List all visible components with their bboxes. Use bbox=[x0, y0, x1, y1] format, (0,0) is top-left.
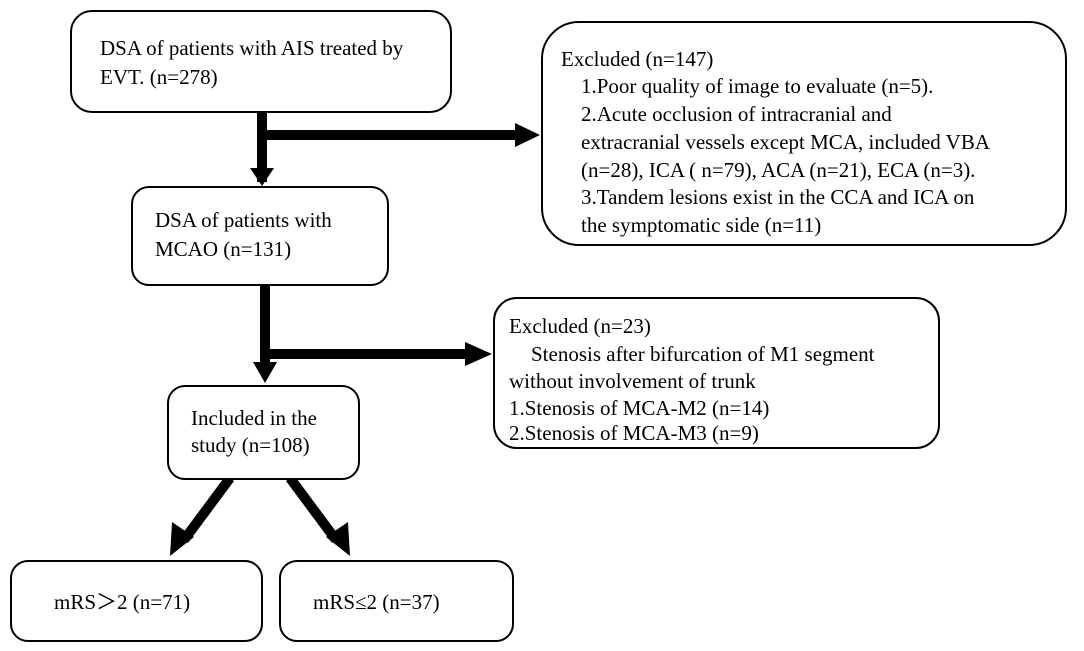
mrs-less-equal-2-label: mRS≤2 (n=37) bbox=[313, 590, 440, 614]
arrowhead-included-to-mrs-low bbox=[326, 522, 350, 556]
arrow-included-to-mrs-high bbox=[179, 475, 235, 543]
box-mrs-less-equal-2: mRS≤2 (n=37) bbox=[279, 560, 514, 642]
excluded-23-line-4: 2.Stenosis of MCA-M3 (n=9) bbox=[509, 421, 759, 445]
excluded-23-line-2: without involvement of trunk bbox=[509, 369, 756, 393]
excluded-147-line-5: 3.Tandem lesions exist in the CCA and IC… bbox=[581, 185, 975, 209]
excluded-23-title: Excluded (n=23) bbox=[509, 314, 651, 338]
mrs-greater-2-label: mRS＞2 (n=71) bbox=[54, 590, 191, 614]
box-mcao-line-1: DSA of patients with bbox=[155, 208, 332, 232]
excluded-23-line-1: Stenosis after bifurcation of M1 segment bbox=[531, 342, 875, 366]
excluded-147-line-3: extracranial vessels except MCA, include… bbox=[581, 130, 990, 154]
arrowhead-start-to-mcao bbox=[250, 168, 274, 186]
box-included: Included in the study (n=108) bbox=[167, 385, 360, 480]
arrow-included-to-mrs-low bbox=[285, 475, 341, 543]
excluded-23-line-3: 1.Stenosis of MCA-M2 (n=14) bbox=[509, 396, 770, 420]
box-total-patients: DSA of patients with AIS treated by EVT.… bbox=[70, 10, 452, 113]
box-total-patients-line-2: EVT. (n=278) bbox=[100, 65, 218, 89]
excluded-147-title: Excluded (n=147) bbox=[561, 47, 714, 71]
arrowhead-included-to-mrs-high bbox=[170, 522, 194, 556]
arrowhead-to-excluded2 bbox=[465, 342, 492, 366]
box-mrs-greater-2: mRS＞2 (n=71) bbox=[10, 560, 263, 642]
box-mcao: DSA of patients with MCAO (n=131) bbox=[131, 186, 389, 286]
excluded-147-line-6: the symptomatic side (n=11) bbox=[581, 213, 822, 237]
box-excluded-23: Excluded (n=23) Stenosis after bifurcati… bbox=[493, 297, 940, 449]
arrowhead-to-excluded1 bbox=[515, 123, 540, 147]
box-total-patients-line-1: DSA of patients with AIS treated by bbox=[100, 36, 404, 60]
box-included-line-2: study (n=108) bbox=[191, 433, 310, 457]
box-included-line-1: Included in the bbox=[191, 406, 317, 430]
excluded-147-line-4: (n=28), ICA ( n=79), ACA (n=21), ECA (n=… bbox=[581, 158, 976, 182]
excluded-147-line-1: 1.Poor quality of image to evaluate (n=5… bbox=[581, 74, 934, 98]
arrowhead-mcao-to-included bbox=[253, 362, 277, 383]
box-excluded-147: Excluded (n=147) 1.Poor quality of image… bbox=[541, 21, 1067, 246]
box-mcao-line-2: MCAO (n=131) bbox=[155, 237, 292, 261]
excluded-147-line-2: 2.Acute occlusion of intracranial and bbox=[581, 102, 892, 126]
